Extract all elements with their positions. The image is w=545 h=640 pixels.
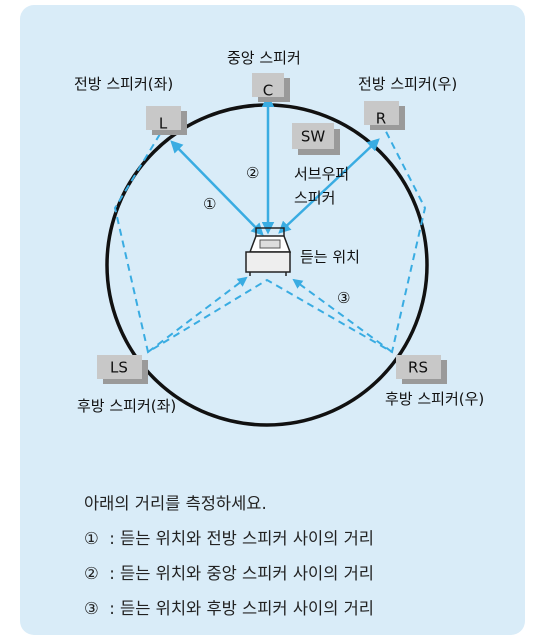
label-subwoofer-line2: 스피커	[294, 189, 335, 207]
svg-text:C: C	[263, 82, 273, 100]
speaker-front-left: L	[146, 106, 187, 135]
instruction-number: ③	[84, 599, 99, 618]
label-listening-position: 듣는 위치	[300, 248, 360, 266]
speaker-rear-left: LS	[97, 355, 148, 384]
speaker-boundary-dashed	[113, 107, 427, 354]
instruction-text: : 듣는 위치와 후방 스피커 사이의 거리	[104, 599, 374, 618]
label-center: 중앙 스피커	[227, 49, 301, 67]
marker-three: ③	[337, 289, 350, 307]
label-rear-right: 후방 스피커(우)	[385, 390, 484, 408]
marker-one: ①	[203, 195, 216, 213]
instruction-number: ①	[84, 529, 99, 548]
speaker-front-right: R	[364, 101, 405, 130]
instruction-text: : 듣는 위치와 중앙 스피커 사이의 거리	[104, 564, 374, 583]
label-front-right: 전방 스피커(우)	[358, 75, 457, 93]
speaker-rear-right: RS	[396, 355, 447, 384]
svg-text:SW: SW	[301, 128, 326, 146]
instruction-item: ② : 듣는 위치와 중앙 스피커 사이의 거리	[84, 556, 374, 591]
svg-text:R: R	[376, 110, 386, 128]
marker-two: ②	[246, 164, 259, 182]
arrow-rear-left	[147, 276, 248, 353]
svg-text:RS: RS	[408, 359, 428, 377]
instruction-item: ① : 듣는 위치와 전방 스피커 사이의 거리	[84, 521, 374, 556]
speaker-subwoofer: SW	[292, 123, 340, 155]
svg-text:LS: LS	[110, 359, 128, 377]
speaker-center: C	[252, 73, 290, 102]
arrow-rear-right	[292, 278, 393, 353]
svg-text:L: L	[159, 115, 168, 133]
arrow-front-right	[278, 138, 380, 234]
label-rear-left: 후방 스피커(좌)	[77, 397, 176, 415]
instructions: 아래의 거리를 측정하세요. ① : 듣는 위치와 전방 스피커 사이의 거리 …	[84, 486, 374, 626]
label-subwoofer-line1: 서브우퍼	[294, 165, 349, 183]
instruction-item: ③ : 듣는 위치와 후방 스피커 사이의 거리	[84, 591, 374, 626]
instructions-heading: 아래의 거리를 측정하세요.	[84, 494, 267, 513]
arrow-front-left	[170, 140, 264, 236]
instruction-number: ②	[84, 564, 99, 583]
label-front-left: 전방 스피커(좌)	[74, 75, 173, 93]
instruction-text: : 듣는 위치와 전방 스피커 사이의 거리	[104, 529, 374, 548]
listening-position-chair	[245, 227, 292, 276]
